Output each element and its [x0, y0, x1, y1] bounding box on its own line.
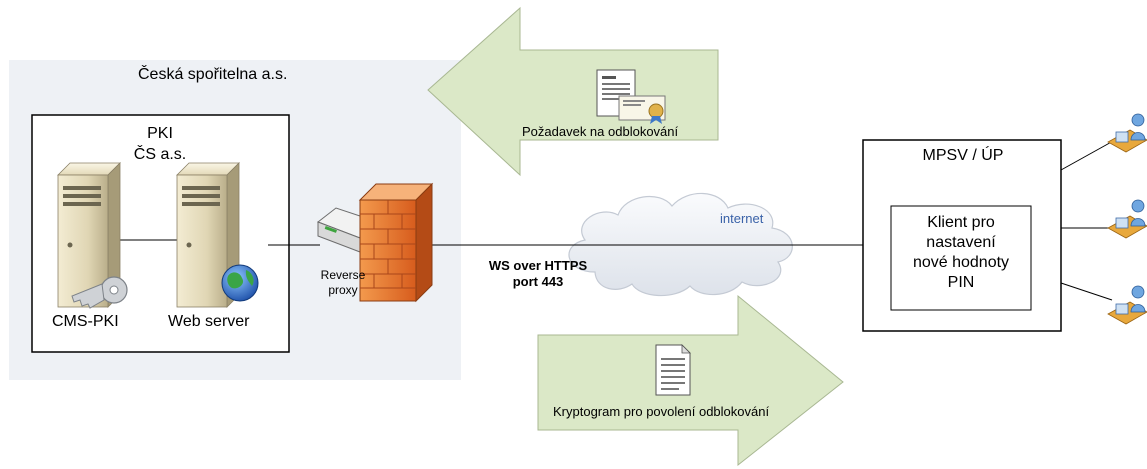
server-icon [57, 162, 121, 308]
globe-icon [221, 264, 259, 302]
ws-label-line2: port 443 [512, 274, 564, 289]
internet-label: internet [720, 211, 764, 226]
web-server-label: Web server [168, 313, 250, 330]
pki-label-line2: ČS a.s. [133, 146, 187, 163]
client-text-line3: nové hodnoty [912, 254, 1010, 271]
document-icon [655, 344, 691, 396]
reverse-proxy-line2: proxy [328, 283, 358, 297]
client-box [890, 205, 1032, 311]
user-workstation-icon [1107, 113, 1147, 153]
request-label: Požadavek na odblokování [522, 124, 679, 139]
user-workstation-icon [1107, 285, 1147, 325]
ws-label-line1: WS over HTTPS [488, 258, 588, 273]
firewall-icon [358, 182, 434, 303]
link-user-3 [1060, 282, 1113, 301]
link-user-1 [1060, 139, 1116, 171]
reverse-proxy-line1: Reverse [320, 268, 366, 282]
mpsv-label: MPSV / ÚP [922, 147, 1004, 164]
pki-label-line1: PKI [147, 125, 173, 142]
org-label: Česká spořitelna a.s. [138, 66, 288, 83]
certificate-icon [596, 69, 666, 124]
client-text-line2: nastavení [926, 234, 996, 251]
user-workstation-icon [1107, 199, 1147, 239]
key-icon [71, 276, 128, 309]
cryptogram-label: Kryptogram pro povolení odblokování [553, 404, 770, 419]
client-text-line1: Klient pro [927, 214, 995, 231]
client-text-line4: PIN [947, 274, 975, 291]
request-arrow [427, 6, 719, 177]
cms-pki-label: CMS-PKI [52, 313, 119, 330]
